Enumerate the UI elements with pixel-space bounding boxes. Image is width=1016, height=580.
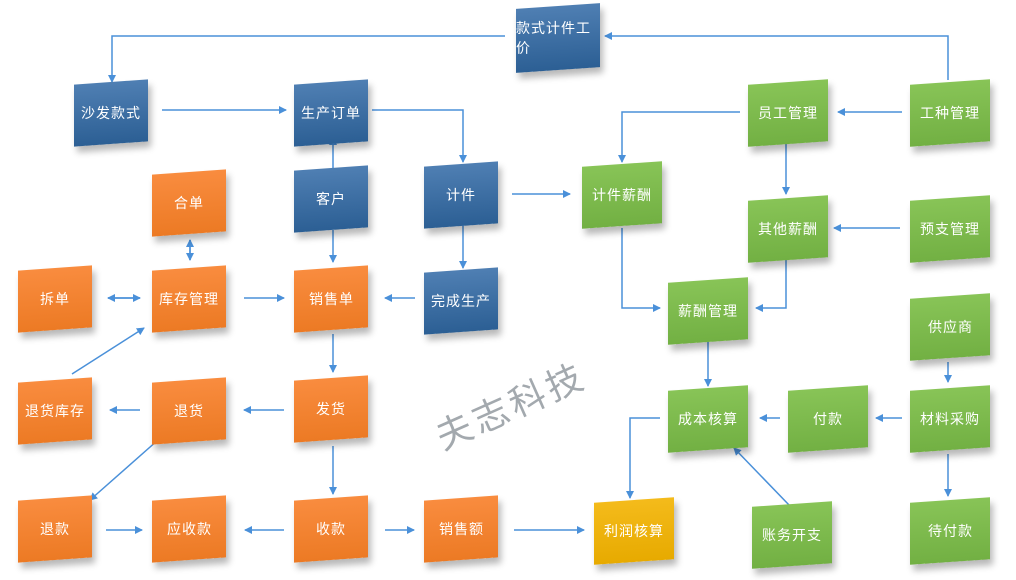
node-style-piece-price[interactable]: 款式计件工价 — [516, 3, 600, 73]
node-cost-accounting[interactable]: 成本核算 — [668, 385, 748, 453]
node-collection[interactable]: 收款 — [294, 495, 368, 563]
node-piece-salary[interactable]: 计件薪酬 — [582, 161, 662, 229]
node-payment[interactable]: 付款 — [788, 385, 868, 453]
arrow-style-price-to-sofa-style — [108, 35, 505, 83]
arrow-cost-to-profit — [626, 417, 660, 499]
node-return-goods[interactable]: 退货 — [152, 377, 226, 445]
node-customer[interactable]: 客户 — [294, 165, 368, 233]
node-salary-mgmt[interactable]: 薪酬管理 — [668, 277, 748, 345]
node-expenses[interactable]: 账务开支 — [752, 501, 832, 569]
node-payable[interactable]: 待付款 — [910, 497, 990, 565]
node-piecework[interactable]: 计件 — [424, 161, 498, 229]
node-finish-production[interactable]: 完成生产 — [424, 267, 498, 335]
node-split-order[interactable]: 拆单 — [18, 265, 92, 333]
arrow-production-order-to-piecework — [372, 109, 467, 163]
node-refund[interactable]: 退款 — [18, 495, 92, 563]
node-supplier[interactable]: 供应商 — [910, 293, 990, 361]
arrow-expenses-to-cost — [733, 447, 791, 507]
node-staff-mgmt[interactable]: 员工管理 — [748, 79, 828, 147]
node-inventory-mgmt[interactable]: 库存管理 — [152, 265, 226, 333]
arrow-staff-to-piece-salary — [618, 111, 740, 163]
node-advance-mgmt[interactable]: 预支管理 — [910, 195, 990, 263]
node-sales-amount[interactable]: 销售额 — [424, 495, 498, 563]
node-merge-order[interactable]: 合单 — [152, 169, 226, 237]
node-production-order[interactable]: 生产订单 — [294, 79, 368, 147]
arrow-return-to-refund — [89, 439, 159, 501]
arrow-piece-salary-to-salary-mgmt — [621, 228, 661, 312]
arrow-other-salary-to-salary-mgmt — [755, 260, 787, 312]
node-material-purchase[interactable]: 材料采购 — [910, 385, 990, 453]
node-other-salary[interactable]: 其他薪酬 — [748, 195, 828, 263]
arrow-job-type-to-style-price — [604, 32, 949, 80]
node-return-stock[interactable]: 退货库存 — [18, 377, 92, 445]
node-sales-order[interactable]: 销售单 — [294, 265, 368, 333]
node-profit-accounting[interactable]: 利润核算 — [594, 497, 674, 565]
node-job-type-mgmt[interactable]: 工种管理 — [910, 79, 990, 147]
node-ship[interactable]: 发货 — [294, 375, 368, 443]
node-sofa-style[interactable]: 沙发款式 — [74, 79, 148, 147]
node-receivable[interactable]: 应收款 — [152, 495, 226, 563]
arrow-return-stock-to-inventory — [71, 327, 145, 375]
